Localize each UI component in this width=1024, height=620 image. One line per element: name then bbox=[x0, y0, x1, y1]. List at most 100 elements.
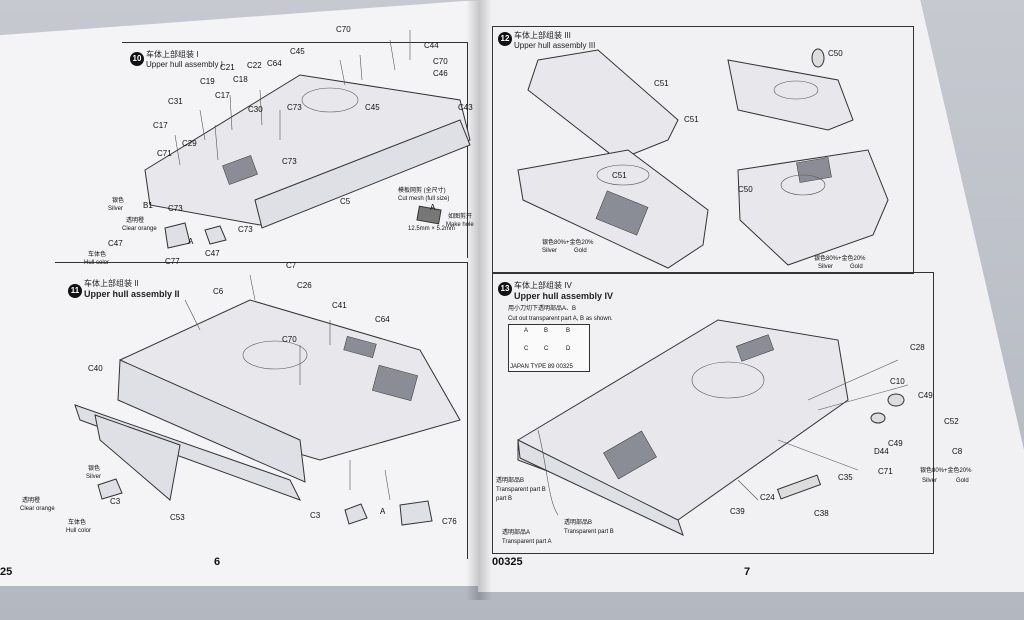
label-step10-8: C21 bbox=[220, 63, 235, 72]
right-page-number: 7 bbox=[744, 566, 751, 578]
step-12-diagram bbox=[517, 48, 889, 269]
label-step13-0: C28 bbox=[910, 343, 925, 352]
label-step10-23: A bbox=[188, 237, 194, 246]
step10-silver-cn: 银色 bbox=[112, 198, 125, 204]
step13-mix-silver: Silver bbox=[922, 478, 938, 484]
label-step10-11: C19 bbox=[200, 77, 215, 86]
cut-legend bbox=[508, 324, 590, 372]
label-step13-7: C71 bbox=[878, 467, 893, 476]
label-step11-8: C3 bbox=[110, 497, 121, 506]
step-11-diagram bbox=[74, 274, 461, 526]
step-13-title: 车体上部组装 IV Upper hull assembly IV bbox=[514, 280, 613, 301]
step-10-title-cn: 车体上部组装 I bbox=[146, 50, 199, 59]
step11-orange: Clear orange bbox=[20, 506, 55, 512]
step13-mix-cn: 银色80%+金色20% bbox=[920, 468, 972, 474]
mesh-note-extra-en: Make hole bbox=[446, 222, 474, 228]
legend-b1: B bbox=[544, 328, 549, 334]
step12-mix2-gold: Gold bbox=[850, 264, 863, 270]
label-step10-25: C73 bbox=[238, 225, 253, 234]
label-step12-1: C51 bbox=[654, 79, 669, 88]
label-step13-3: C52 bbox=[944, 417, 959, 426]
step-10-number: 10 bbox=[130, 52, 144, 66]
right-page-code: 00325 bbox=[492, 556, 523, 568]
step-10-panel bbox=[122, 42, 468, 258]
step11-silver: Silver bbox=[86, 474, 102, 480]
label-step13-2: C49 bbox=[918, 391, 933, 400]
label-step10-0: C70 bbox=[336, 25, 351, 34]
mesh-note-size: 12.5mm × 5.2mm bbox=[408, 226, 455, 232]
step13-trans-b2-cn: 透明部品B bbox=[564, 520, 593, 526]
label-step11-3: C41 bbox=[332, 301, 347, 310]
label-step11-1: C26 bbox=[297, 281, 312, 290]
step11-hull-cn: 车体色 bbox=[68, 520, 87, 526]
step10-c47: C47 bbox=[108, 239, 123, 248]
step-12-title-cn: 车体上部组装 III bbox=[514, 31, 571, 40]
label-step12-3: C51 bbox=[612, 171, 627, 180]
label-step10-6: C45 bbox=[365, 103, 380, 112]
label-step13-5: C49 bbox=[888, 439, 903, 448]
step-11-panel bbox=[55, 262, 468, 559]
step13-trans-b: Transparent part B bbox=[496, 487, 546, 493]
label-step13-1: C10 bbox=[890, 377, 905, 386]
label-step13-6: D44 bbox=[874, 447, 889, 456]
label-step10-22: C77 bbox=[165, 257, 180, 266]
label-step10-9: C64 bbox=[267, 59, 282, 68]
label-step10-12: C17 bbox=[215, 91, 230, 100]
label-step11-10: C76 bbox=[442, 517, 457, 526]
step13-trans-b2: Transparent part B bbox=[564, 529, 614, 535]
step-11-title: 车体上部组装 II Upper hull assembly II bbox=[84, 278, 180, 299]
label-step12-4: C50 bbox=[738, 185, 753, 194]
left-page-corner: 25 bbox=[0, 566, 13, 578]
left-page: 10 车体上部组装 I Upper hull assembly I C70 C4… bbox=[0, 0, 478, 586]
step-13-diagram bbox=[517, 319, 909, 536]
label-step10-5: C43 bbox=[458, 104, 473, 112]
step12-mix1-cn: 银色80%+金色20% bbox=[542, 240, 594, 246]
right-page: 12 车体上部组装 III Upper hull assembly III C5… bbox=[478, 0, 1024, 592]
label-step10-18: C73 bbox=[282, 157, 297, 166]
label-step10-15: C73 bbox=[287, 103, 302, 112]
step-11-title-en: Upper hull assembly II bbox=[84, 289, 180, 299]
step10-hull-cn: 车体色 bbox=[88, 252, 107, 258]
step-11-number: 11 bbox=[68, 284, 82, 298]
step13-note-cn: 用小刀切下透明部品A、B bbox=[508, 306, 577, 312]
label-step10-21: C73 bbox=[168, 204, 183, 213]
legend-caption: JAPAN TYPE 89 00325 bbox=[510, 364, 573, 370]
step-10-title: 车体上部组装 I Upper hull assembly I bbox=[146, 49, 223, 69]
legend-a: A bbox=[524, 328, 529, 334]
step11-silver-cn: 银色 bbox=[88, 466, 101, 472]
step10-hull: Hull color bbox=[84, 260, 110, 266]
label-step11-7: C53 bbox=[170, 513, 185, 522]
label-step13-10: C39 bbox=[730, 507, 745, 516]
label-step10-24: C47 bbox=[205, 249, 220, 258]
label-step11-9: A bbox=[380, 507, 386, 516]
step13-trans-a-cn: 透明部品A bbox=[502, 530, 531, 536]
step13-trans-a: Transparent part A bbox=[502, 539, 552, 545]
step13-note-en: Cut out transparent part A, B as shown. bbox=[508, 316, 613, 322]
step-12-panel bbox=[492, 26, 914, 274]
left-page-number: 6 bbox=[214, 556, 221, 568]
step-12-number: 12 bbox=[498, 32, 512, 46]
label-step13-8: C35 bbox=[838, 473, 853, 482]
step-13-panel bbox=[492, 272, 934, 554]
label-step13-11: C38 bbox=[814, 509, 829, 518]
step12-mix1-silver: Silver bbox=[542, 248, 558, 254]
legend-c1: C bbox=[524, 346, 529, 352]
label-step13-4: C8 bbox=[952, 447, 963, 456]
step-12-title: 车体上部组装 III Upper hull assembly III bbox=[514, 30, 595, 50]
mesh-note-part: A bbox=[430, 203, 436, 212]
step13-trans-b-cn: 透明部品B bbox=[496, 478, 525, 484]
step12-mix2-silver: Silver bbox=[818, 264, 834, 270]
legend-b2: B bbox=[566, 328, 571, 334]
step-10-title-en: Upper hull assembly I bbox=[146, 60, 223, 69]
label-step10-14: C31 bbox=[168, 97, 183, 106]
step13-trans-b-part: part B bbox=[496, 496, 513, 502]
label-step10-16: C17 bbox=[153, 121, 168, 130]
mesh-note-cn: 模板网剪 (全尺寸) bbox=[398, 188, 446, 194]
book-gutter bbox=[466, 0, 492, 600]
step-12-title-en: Upper hull assembly III bbox=[514, 41, 596, 50]
legend-d: D bbox=[566, 346, 571, 352]
label-step11-6: C40 bbox=[88, 364, 103, 373]
step12-mix2-cn: 银色80%+金色20% bbox=[814, 256, 866, 262]
label-step10-7: C22 bbox=[247, 61, 262, 70]
label-step10-10: C18 bbox=[233, 75, 248, 84]
